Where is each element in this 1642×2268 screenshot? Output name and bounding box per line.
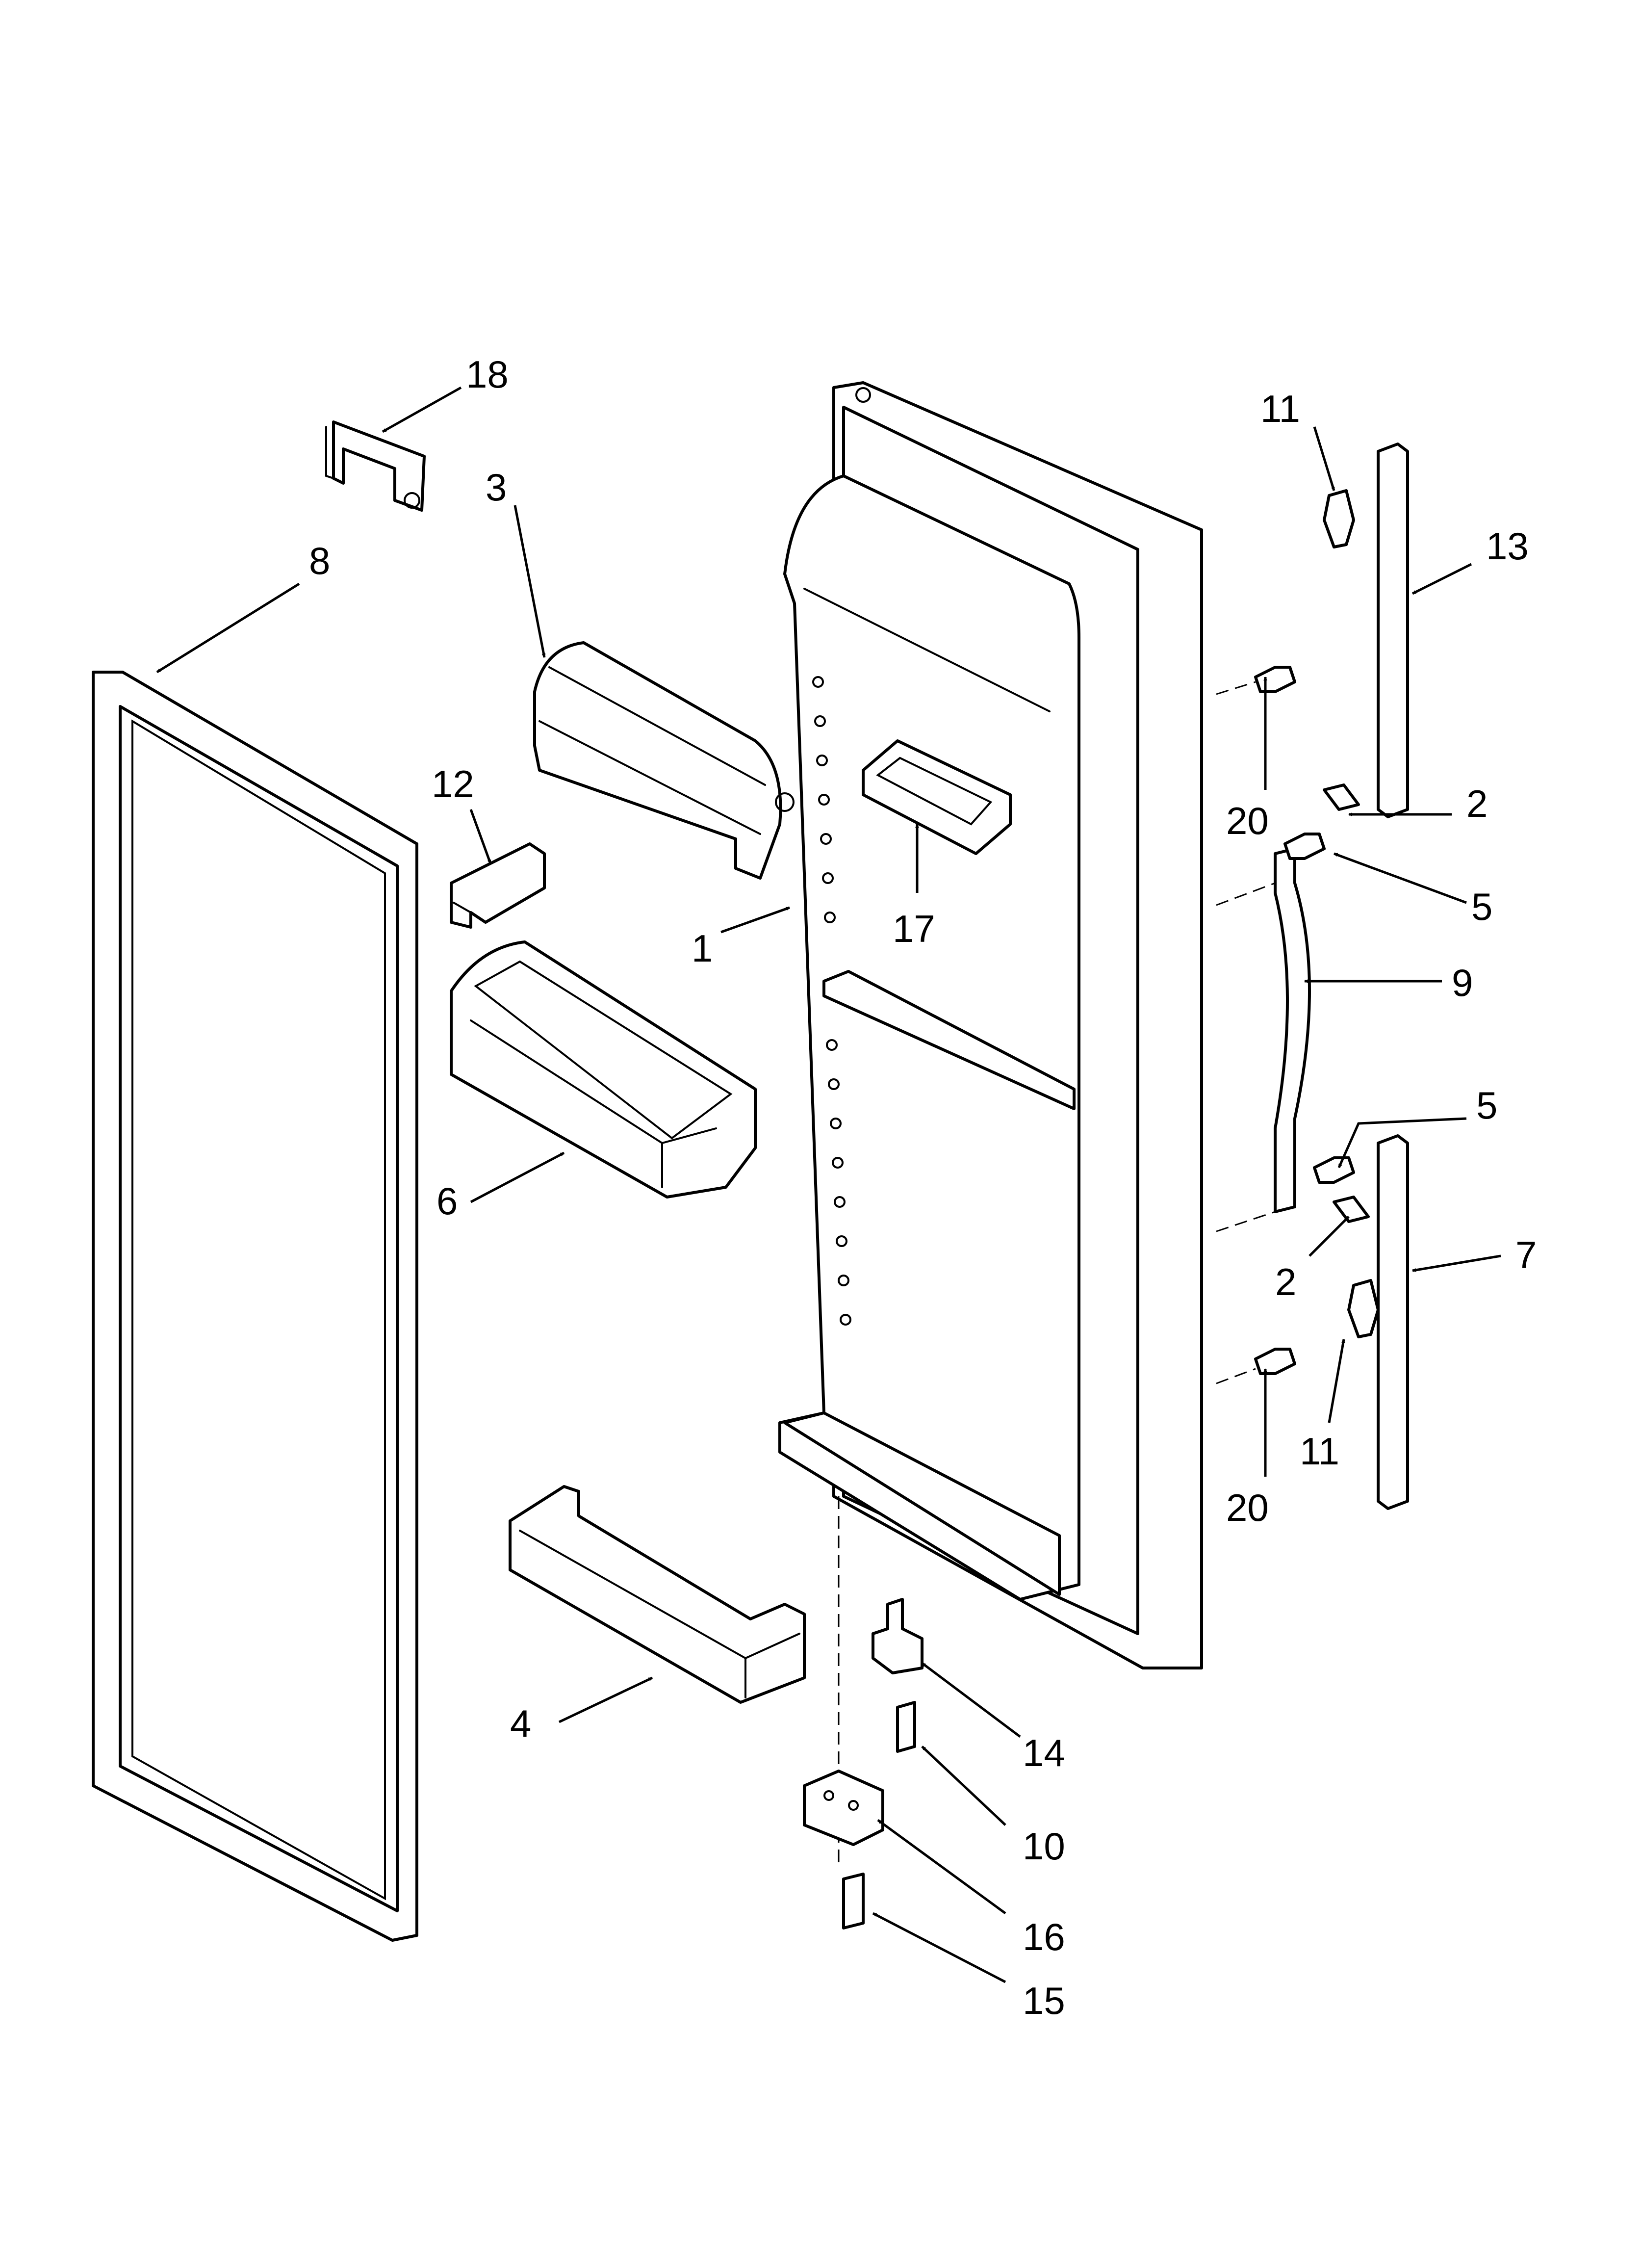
door-handle: [1274, 847, 1311, 1213]
callout-16: 16: [1023, 1915, 1065, 1958]
callout-3: 3: [486, 466, 507, 509]
callout-5-top: 5: [1471, 885, 1492, 928]
callout-9: 9: [1452, 961, 1473, 1004]
top-trim: [1377, 443, 1409, 818]
door-gasket: [92, 671, 418, 1942]
door-liner: [778, 381, 1203, 1669]
callout-6: 6: [436, 1179, 458, 1223]
top-bracket: [325, 420, 426, 512]
callout-14: 14: [1023, 1731, 1065, 1774]
callout-4: 4: [510, 1702, 531, 1745]
callout-8: 8: [309, 539, 330, 582]
screws: [1216, 666, 1355, 1384]
callout-18: 18: [466, 353, 509, 396]
callout-20-bottom: 20: [1226, 1486, 1269, 1529]
small-clip: [450, 842, 546, 929]
door-bin: [450, 940, 757, 1199]
hinge-assembly: [803, 1496, 924, 1929]
rail-holes: [812, 676, 851, 1326]
clips: [1323, 489, 1380, 1338]
lower-door-bin: [509, 1485, 806, 1704]
callout-2-top: 2: [1466, 782, 1488, 825]
callout-11-bottom: 11: [1300, 1430, 1339, 1473]
callout-13: 13: [1486, 524, 1529, 568]
bottom-trim: [1377, 1134, 1409, 1510]
callout-12: 12: [432, 762, 474, 806]
callout-labels: 18 3 8 12 1 17 6 4 11 13 20 2 5 9 5 7 2 …: [309, 353, 1537, 2022]
callout-5-bottom: 5: [1476, 1084, 1497, 1127]
small-tray: [862, 739, 1012, 855]
callout-2-bottom: 2: [1275, 1260, 1296, 1303]
callout-1: 1: [692, 927, 713, 970]
callout-11-top: 11: [1260, 387, 1300, 430]
callout-20-top: 20: [1226, 799, 1269, 842]
callout-10: 10: [1023, 1825, 1065, 1868]
callout-17: 17: [893, 907, 935, 950]
callout-15: 15: [1023, 1979, 1065, 2022]
callout-7: 7: [1515, 1233, 1537, 1277]
dairy-compartment: [533, 641, 795, 880]
leader-lines: [156, 386, 1501, 1983]
